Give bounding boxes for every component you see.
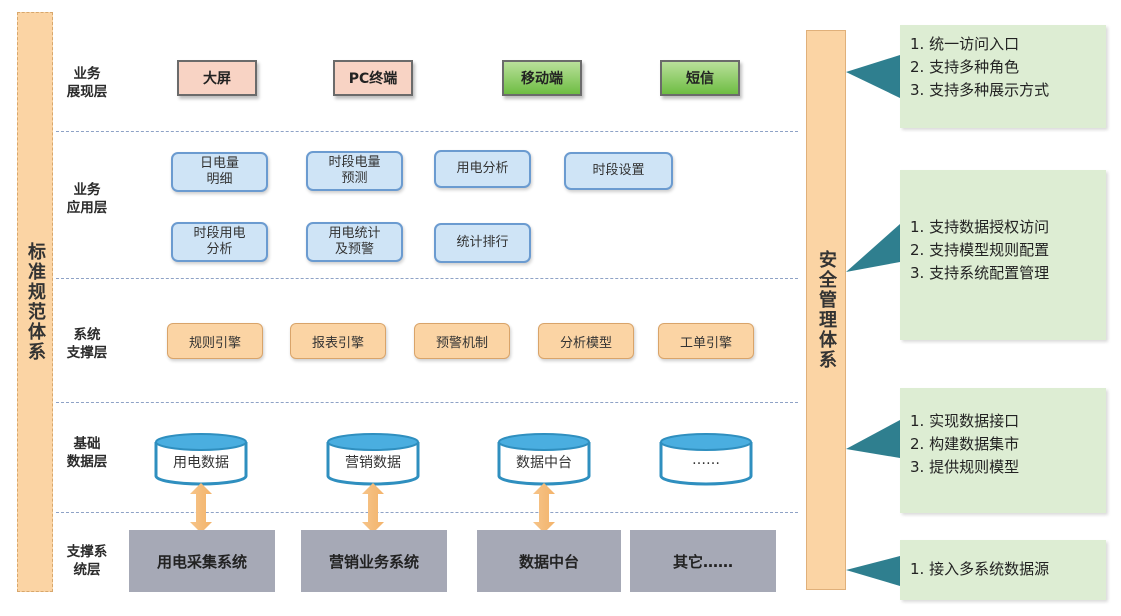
layer-label-support: 系统 支撑层 <box>66 327 108 361</box>
callout-pointer-1 <box>846 55 900 98</box>
app-item-period-forecast: 时段电量 预测 <box>306 151 403 191</box>
callout-system: 1. 接入多系统数据源 <box>900 540 1106 600</box>
arrow-power <box>190 483 212 533</box>
callout-data: 1. 实现数据接口 2. 构建数据集市 3. 提供规则模型 <box>900 388 1106 513</box>
app-item-daily-power: 日电量 明细 <box>171 152 268 192</box>
callout-pointer-4 <box>846 556 900 586</box>
app-item-period-settings: 时段设置 <box>564 152 673 190</box>
callout-line: 1. 统一访问入口 <box>910 35 1020 53</box>
callout-line: 3. 支持系统配置管理 <box>910 264 1050 282</box>
layer-label-application: 业务 应用层 <box>66 182 108 216</box>
callout-line: 1. 实现数据接口 <box>910 412 1020 430</box>
standards-pillar: 标准规范体系 <box>17 12 53 592</box>
divider-1 <box>56 131 798 132</box>
display-item-pc-terminal: PC终端 <box>333 60 413 96</box>
app-item-ranking: 统计排行 <box>434 223 531 263</box>
data-item-power: 用电数据 <box>173 455 229 471</box>
support-item-analysis-model: 分析模型 <box>538 323 634 359</box>
support-item-work-order-engine: 工单引擎 <box>658 323 754 359</box>
cylinder-power-data <box>154 433 248 486</box>
layer-label-data: 基础 数据层 <box>66 436 108 470</box>
callout-line: 2. 支持模型规则配置 <box>910 241 1050 259</box>
system-item-other: 其它…… <box>630 530 776 592</box>
cylinder-marketing-data <box>326 433 420 486</box>
support-item-rule-engine: 规则引擎 <box>167 323 263 359</box>
callout-line: 1. 接入多系统数据源 <box>910 560 1050 578</box>
support-item-warning-mechanism: 预警机制 <box>414 323 510 359</box>
system-item-collection: 用电采集系统 <box>129 530 275 592</box>
support-item-report-engine: 报表引擎 <box>290 323 386 359</box>
callout-line: 3. 提供规则模型 <box>910 458 1020 476</box>
callout-line: 3. 支持多种展示方式 <box>910 81 1050 99</box>
app-item-power-analysis: 用电分析 <box>434 150 531 188</box>
callout-pointer-2 <box>846 224 900 272</box>
callout-application: 1. 支持数据授权访问 2. 支持模型规则配置 3. 支持系统配置管理 <box>900 170 1106 340</box>
callout-pointer-3 <box>846 420 900 458</box>
display-item-mobile: 移动端 <box>502 60 582 96</box>
data-item-platform: 数据中台 <box>516 455 572 471</box>
cylinder-data-platform <box>497 433 591 486</box>
display-item-big-screen: 大屏 <box>177 60 257 96</box>
layer-label-display: 业务 展现层 <box>66 66 108 100</box>
standards-pillar-label: 标准规范体系 <box>25 242 46 362</box>
divider-3 <box>56 402 798 403</box>
system-item-platform: 数据中台 <box>477 530 621 592</box>
app-item-period-analysis: 时段用电 分析 <box>171 222 268 262</box>
layer-label-system: 支撑系 统层 <box>66 544 108 578</box>
display-item-sms: 短信 <box>660 60 740 96</box>
arrow-marketing <box>362 483 384 533</box>
data-item-marketing: 营销数据 <box>345 455 401 471</box>
system-item-marketing: 营销业务系统 <box>301 530 447 592</box>
security-pillar-label: 安全管理体系 <box>816 250 837 370</box>
security-pillar: 安全管理体系 <box>806 30 846 590</box>
divider-4 <box>56 512 798 513</box>
divider-2 <box>56 278 798 279</box>
callout-line: 1. 支持数据授权访问 <box>910 218 1050 236</box>
cylinder-other <box>659 433 753 486</box>
callout-line: 2. 支持多种角色 <box>910 58 1020 76</box>
callout-line: 2. 构建数据集市 <box>910 435 1020 453</box>
arrow-data-platform <box>533 483 555 533</box>
data-item-other: …… <box>692 452 720 468</box>
app-item-stats-warning: 用电统计 及预警 <box>306 222 403 262</box>
callout-display: 1. 统一访问入口 2. 支持多种角色 3. 支持多种展示方式 <box>900 25 1106 128</box>
